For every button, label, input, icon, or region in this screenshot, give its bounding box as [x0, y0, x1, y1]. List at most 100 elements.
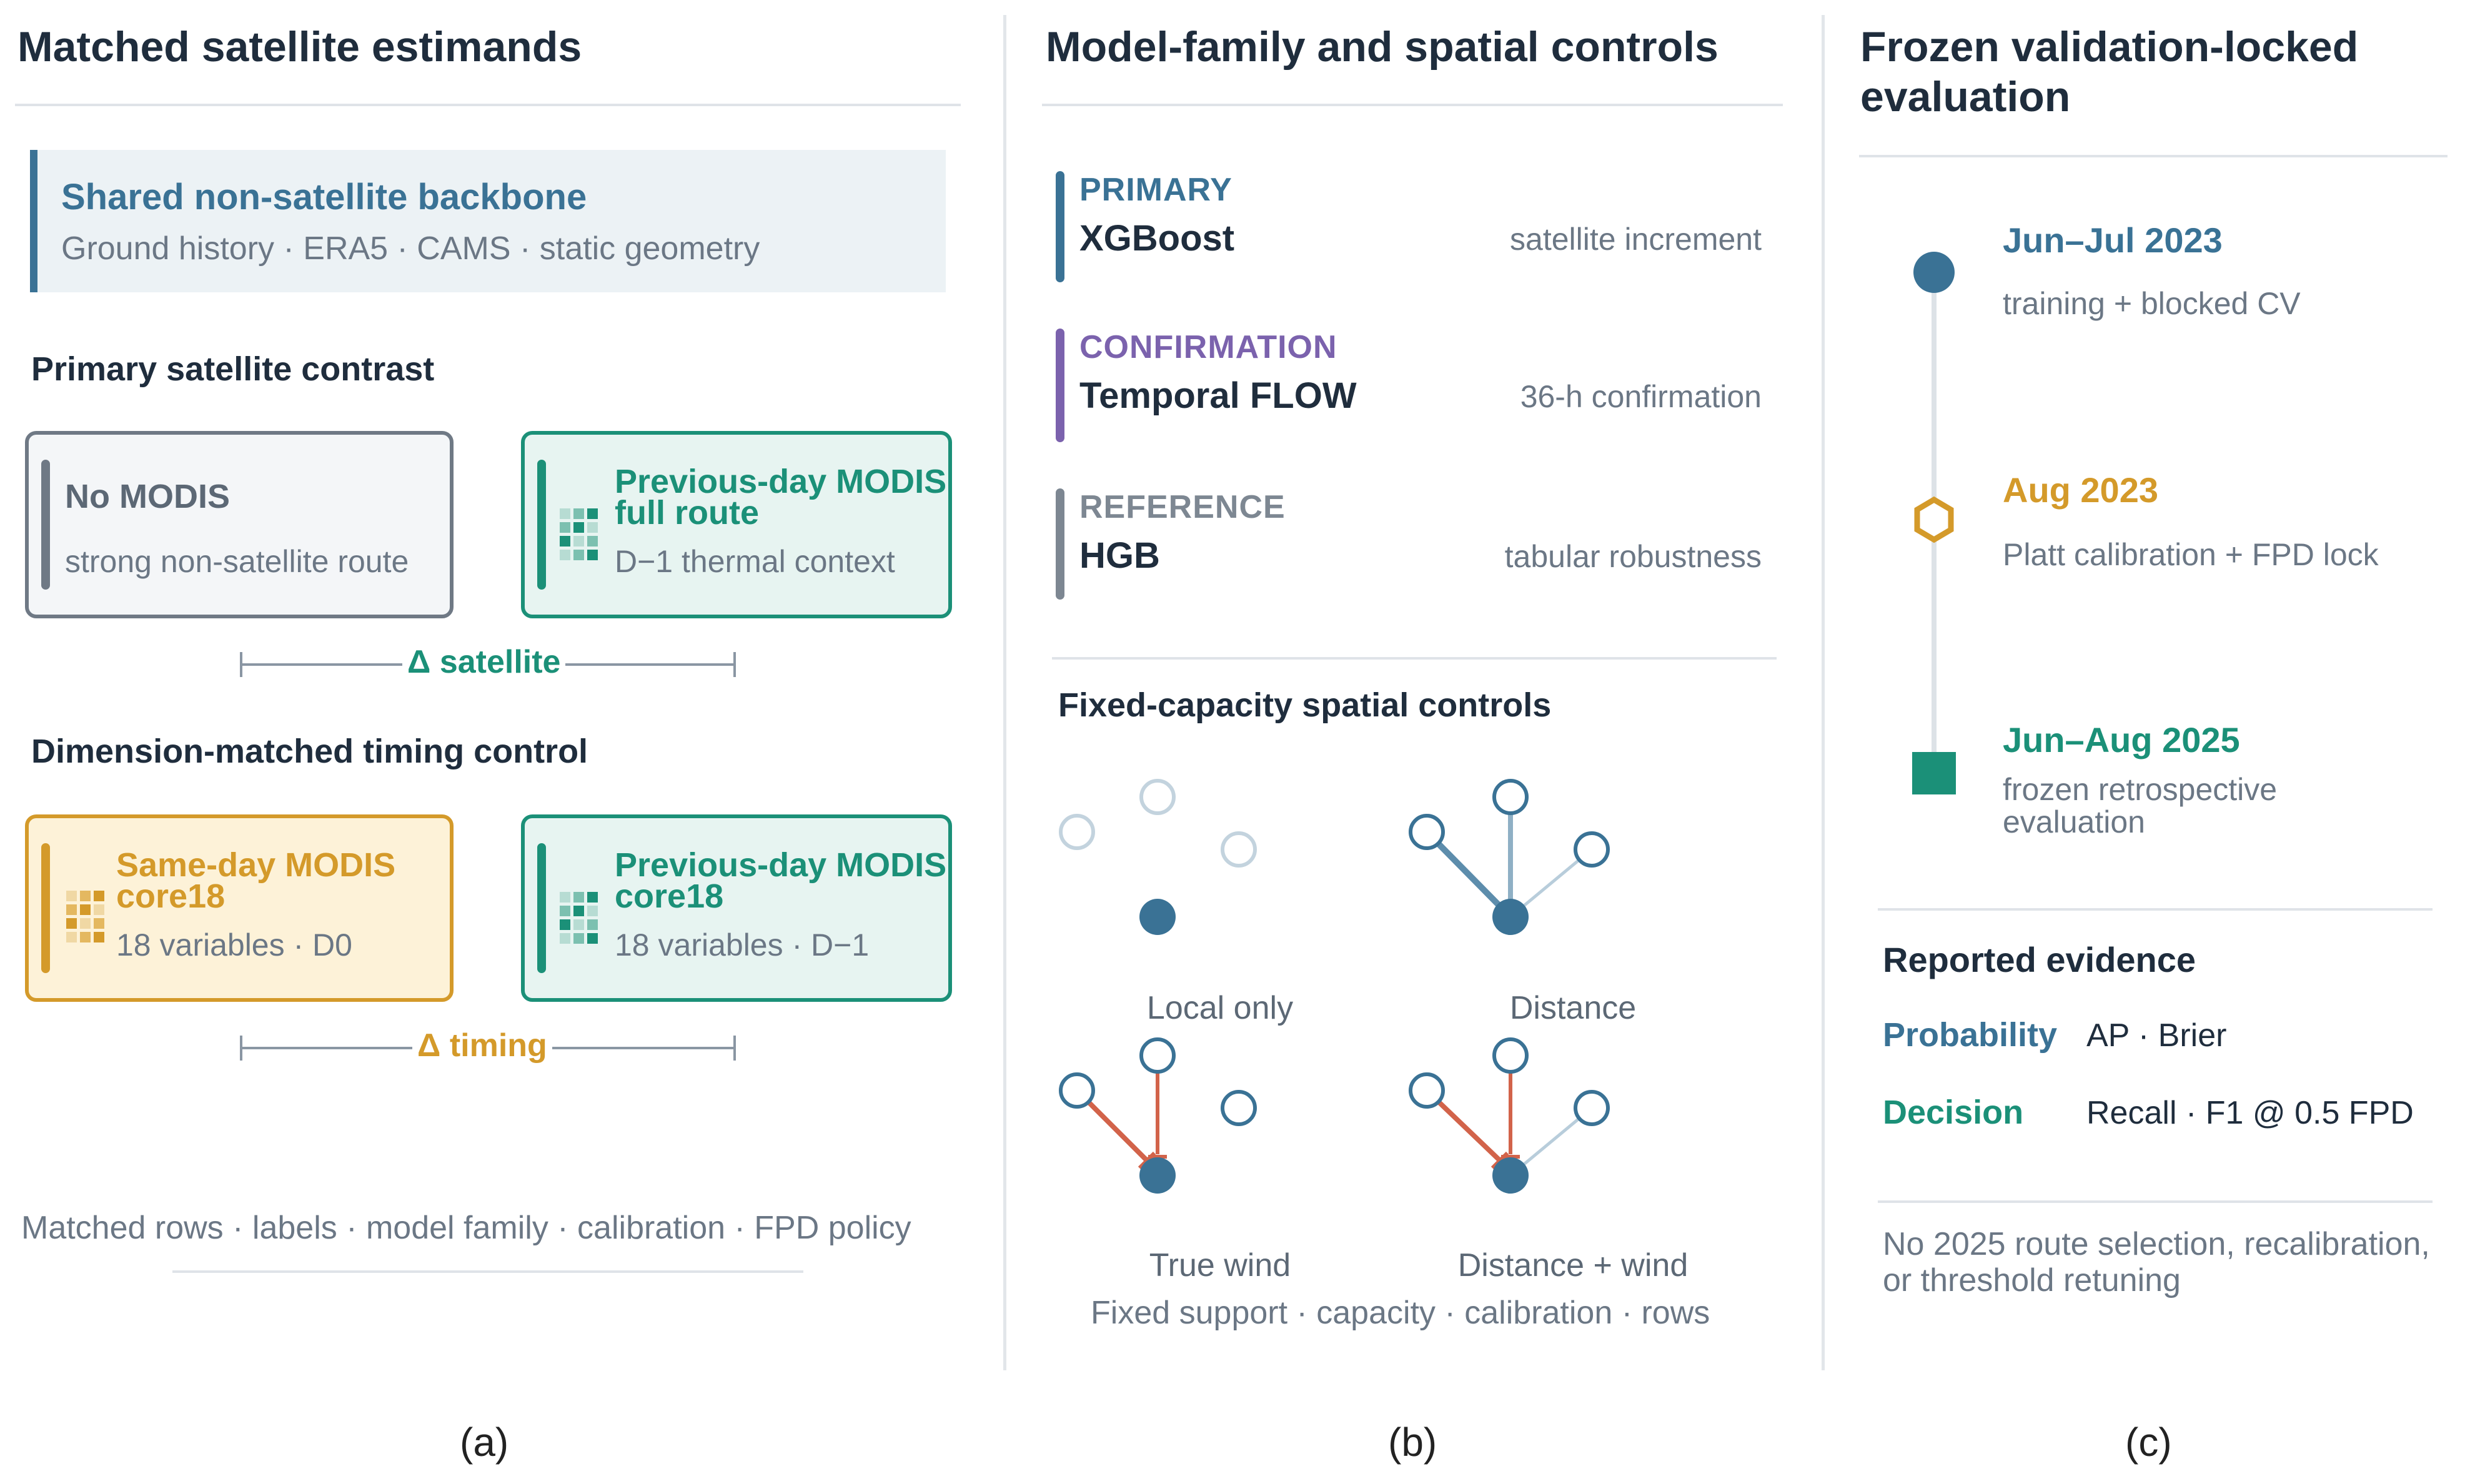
- timeline-square-marker: [1912, 752, 1956, 794]
- neighbor-node: [1492, 1037, 1529, 1074]
- primary-contrast-heading: Primary satellite contrast: [31, 350, 435, 388]
- neighbor-node: [1139, 779, 1176, 815]
- panel-c-letter: (c): [2125, 1420, 2172, 1465]
- timeline-desc-3a: frozen retrospective: [2003, 772, 2278, 807]
- timeline-desc-1: training + blocked CV: [2003, 286, 2301, 321]
- backbone-subtitle: Ground history · ERA5 · CAMS · static ge…: [61, 230, 760, 267]
- timeline-desc-2: Platt calibration + FPD lock: [2003, 537, 2379, 572]
- no-modis-box: No MODIS strong non-satellite route: [25, 431, 454, 618]
- same-day-accent-bar: [41, 843, 50, 973]
- previous-day-core18-title-2: core18: [615, 878, 724, 915]
- timing-control-heading: Dimension-matched timing control: [31, 733, 588, 770]
- panel-c-mid-rule: [1878, 908, 2433, 911]
- teal-grid-icon: [560, 508, 601, 561]
- confirmation-model-name: Temporal FLOW: [1079, 375, 1357, 416]
- previous-day-full-subtitle: D−1 thermal context: [615, 544, 895, 579]
- panel-b-letter: (b): [1388, 1420, 1437, 1465]
- delta-satellite-tick-left: [240, 652, 242, 677]
- divider-b-c: [1822, 15, 1825, 1370]
- panel-b-mid-rule: [1052, 657, 1777, 660]
- same-day-title-1: Same-day MODIS: [116, 846, 396, 884]
- neighbor-node: [1059, 1072, 1095, 1109]
- primary-model-tag: PRIMARY: [1079, 172, 1232, 208]
- confirmation-model-bar: [1056, 329, 1064, 442]
- previous-day-full-title-1: Previous-day MODIS: [615, 463, 947, 500]
- timeline-lock-marker: [1914, 496, 1954, 543]
- panel-c-lower-rule: [1878, 1200, 2433, 1203]
- amber-grid-icon: [66, 891, 107, 943]
- no-modis-subtitle: strong non-satellite route: [65, 544, 409, 579]
- target-node: [1492, 899, 1529, 935]
- spatial-controls-diagram: [1059, 779, 1610, 1194]
- neighbor-node: [1409, 814, 1445, 850]
- previous-day-full-route-box: Previous-day MODIS full route D−1 therma…: [521, 431, 952, 618]
- local-only-diagram: [1059, 779, 1257, 935]
- previous-day-full-title-2: full route: [615, 494, 759, 532]
- timeline-circle-marker: [1913, 252, 1955, 293]
- panel-c-title-rule: [1859, 155, 2448, 157]
- target-node: [1139, 1157, 1176, 1194]
- spatial-label-distance-wind: Distance + wind: [1457, 1247, 1689, 1284]
- evidence-key-probability: Probability: [1883, 1016, 2058, 1054]
- backbone-box: [30, 150, 946, 292]
- panel-b-footnote: Fixed support · capacity · calibration ·…: [1091, 1295, 1710, 1331]
- backbone-accent-bar: [30, 150, 37, 292]
- primary-model-note: satellite increment: [1510, 222, 1762, 257]
- primary-model-bar: [1056, 171, 1064, 282]
- panel-a-letter: (a): [460, 1420, 509, 1465]
- panel-a-title-rule: [15, 104, 961, 106]
- confirmation-model-note: 36-h confirmation: [1520, 379, 1762, 414]
- distance-wind-diagram: [1409, 1037, 1610, 1194]
- neighbor-node: [1409, 1072, 1445, 1109]
- true-wind-diagram: [1059, 1037, 1257, 1194]
- spatial-controls-heading: Fixed-capacity spatial controls: [1058, 686, 1552, 724]
- wind-edge-cap: [1490, 1151, 1509, 1170]
- spatial-label-true-wind: True wind: [1149, 1247, 1291, 1284]
- panel-b-title-rule: [1042, 104, 1783, 106]
- timeline-date-1: Jun–Jul 2023: [2003, 220, 2223, 260]
- timeline-markers: [1912, 252, 1956, 794]
- previous-day-core18-subtitle: 18 variables · D−1: [615, 928, 870, 962]
- previous-day-core18-title-1: Previous-day MODIS: [615, 846, 947, 884]
- delta-timing-label: Δ timing: [412, 1027, 552, 1064]
- reference-model-tag: REFERENCE: [1079, 489, 1286, 525]
- same-day-title-2: core18: [116, 878, 226, 915]
- divider-a-b: [1003, 15, 1006, 1370]
- neighbor-node: [1492, 779, 1529, 815]
- reference-model-name: HGB: [1079, 535, 1160, 576]
- delta-satellite-tick-right: [733, 652, 736, 677]
- target-node: [1139, 899, 1176, 935]
- panel-a-title: Matched satellite estimands: [17, 23, 582, 71]
- reference-model-bar: [1056, 488, 1064, 600]
- previous-day-full-accent-bar: [537, 460, 546, 590]
- reference-model-note: tabular robustness: [1504, 539, 1762, 574]
- panel-a-footnote-rule: [172, 1270, 803, 1273]
- delta-timing-tick-right: [733, 1036, 736, 1061]
- backbone-title: Shared non-satellite backbone: [61, 177, 587, 217]
- neighbor-node: [1574, 831, 1610, 868]
- panel-a-footnote: Matched rows · labels · model family · c…: [21, 1210, 911, 1246]
- panel-c-title-line-1: Frozen validation-locked: [1860, 23, 2359, 71]
- target-node: [1492, 1157, 1529, 1194]
- delta-timing-tick-left: [240, 1036, 242, 1061]
- panel-c-note-line-2: or threshold retuning: [1883, 1262, 2181, 1298]
- panel-c-title-line-2: evaluation: [1860, 73, 2071, 121]
- panel-b-title: Model-family and spatial controls: [1046, 23, 1719, 71]
- delta-satellite-label: Δ satellite: [402, 643, 566, 681]
- neighbor-node: [1059, 814, 1095, 850]
- same-day-core18-box: Same-day MODIS core18 18 variables · D0: [25, 814, 454, 1002]
- evidence-heading: Reported evidence: [1883, 940, 2196, 979]
- evidence-key-decision: Decision: [1883, 1094, 2024, 1131]
- timeline-desc-3b: evaluation: [2003, 804, 2145, 839]
- neighbor-node: [1221, 1090, 1257, 1126]
- no-modis-title: No MODIS: [65, 478, 230, 515]
- evidence-value-probability: AP · Brier: [2086, 1017, 2227, 1054]
- distance-edge: [1424, 829, 1513, 919]
- spatial-label-distance: Distance: [1509, 990, 1637, 1026]
- timeline-date-3: Jun–Aug 2025: [2003, 720, 2240, 759]
- neighbor-node: [1139, 1037, 1176, 1074]
- same-day-subtitle: 18 variables · D0: [116, 928, 352, 962]
- distance-diagram: [1409, 779, 1610, 935]
- primary-model-name: XGBoost: [1079, 218, 1235, 259]
- neighbor-node: [1221, 831, 1257, 868]
